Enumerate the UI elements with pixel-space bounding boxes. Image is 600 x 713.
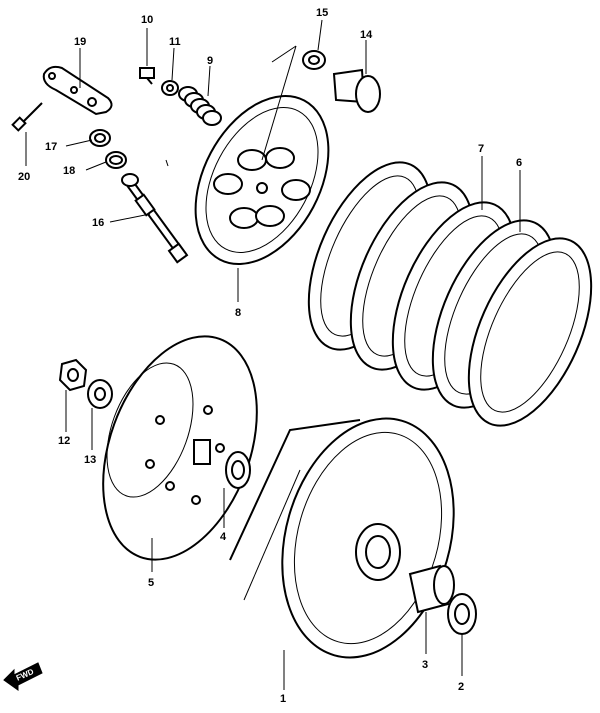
callout-20: 20 xyxy=(18,171,30,183)
part-17-washer xyxy=(89,129,111,147)
leader-lines xyxy=(25,19,521,690)
part-20-screw xyxy=(11,102,43,132)
callout-3: 3 xyxy=(422,659,428,671)
callout-18: 18 xyxy=(63,165,75,177)
part-9-spring xyxy=(178,86,222,126)
part-19-release-lever xyxy=(42,65,113,116)
callout-7: 7 xyxy=(478,143,484,155)
callout-10: 10 xyxy=(141,14,153,26)
part-3-spacer xyxy=(408,564,455,614)
callout-19: 19 xyxy=(74,36,86,48)
part-7-6-clutch-plate-stack xyxy=(307,161,593,427)
callout-4: 4 xyxy=(220,531,227,543)
part-8-pressure-plate xyxy=(194,94,330,266)
callout-11: 11 xyxy=(169,36,181,48)
part-11-washer xyxy=(161,80,179,96)
part-12-nut xyxy=(58,358,88,392)
part-10-bolt xyxy=(139,67,155,85)
callout-5: 5 xyxy=(148,577,154,589)
callout-8: 8 xyxy=(235,307,241,319)
part-2-thrust-washer xyxy=(447,593,477,635)
callout-6: 6 xyxy=(516,157,522,169)
callout-12: 12 xyxy=(58,435,70,447)
part-18-oring xyxy=(105,151,127,169)
part-16-release-shaft xyxy=(121,159,189,264)
callout-15: 15 xyxy=(316,7,328,19)
part-1-clutch-housing xyxy=(229,417,455,659)
part-13-lock-washer xyxy=(87,379,113,409)
part-4-thrust-washer xyxy=(225,451,251,489)
fwd-arrow-icon xyxy=(3,662,43,691)
callout-13: 13 xyxy=(84,454,96,466)
part-14-pushrod-piece xyxy=(332,68,381,113)
callout-16: 16 xyxy=(92,217,104,229)
callout-9: 9 xyxy=(207,55,213,67)
part-15-washer xyxy=(302,50,326,70)
part-5-sleeve-hub xyxy=(102,335,258,561)
callout-2: 2 xyxy=(458,681,464,693)
callout-17: 17 xyxy=(45,141,57,153)
callout-14: 14 xyxy=(360,29,373,41)
callout-1: 1 xyxy=(280,693,286,705)
